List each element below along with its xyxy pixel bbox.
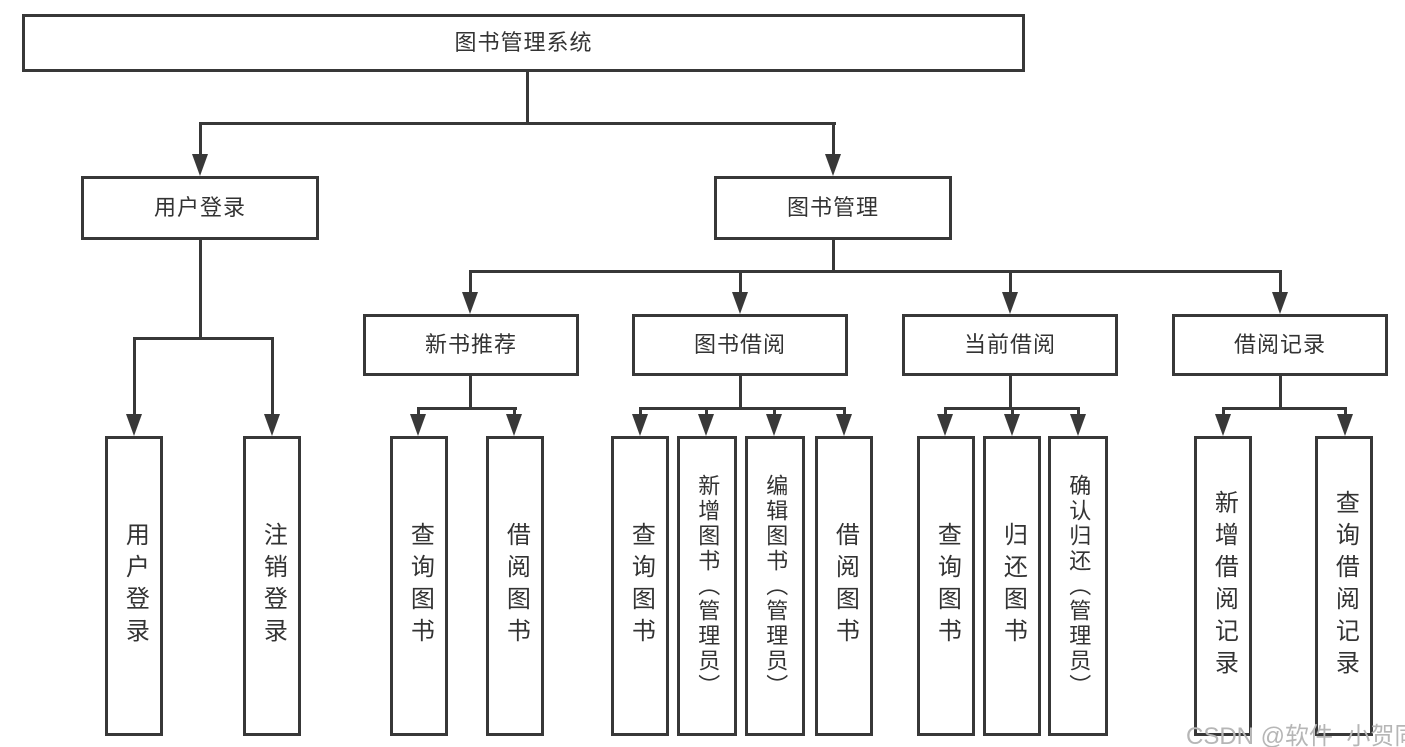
- connector-drop-branch: [1009, 270, 1012, 300]
- connector-branch-stem: [739, 376, 742, 410]
- leaf-borrow-books: 借阅图书: [486, 436, 544, 736]
- arrow-down-icon: [825, 154, 841, 176]
- node-current-borrowing: 当前借阅: [902, 314, 1118, 376]
- leaf-return-books: 归还图书: [983, 436, 1041, 736]
- leaf-borrow-books: 借阅图书: [815, 436, 873, 736]
- leaf-query-books: 查询图书: [390, 436, 448, 736]
- node-book-management: 图书管理: [714, 176, 952, 240]
- leaf-query-borrow-record: 查询借阅记录: [1315, 436, 1373, 736]
- arrow-down-icon: [937, 414, 953, 436]
- connector-branch-bar: [417, 407, 517, 410]
- connector-book-mgmt-bar: [469, 270, 1281, 273]
- leaf-user-login: 用户登录: [105, 436, 163, 736]
- connector-branch-stem: [1279, 376, 1282, 410]
- arrow-down-icon: [836, 414, 852, 436]
- leaf-query-books: 查询图书: [917, 436, 975, 736]
- arrow-down-icon: [192, 154, 208, 176]
- connector-drop-branch: [1279, 270, 1282, 300]
- node-new-book-recommend: 新书推荐: [363, 314, 579, 376]
- node-borrowing-records: 借阅记录: [1172, 314, 1388, 376]
- arrow-down-icon: [264, 414, 280, 436]
- arrow-down-icon: [766, 414, 782, 436]
- connector-drop-leaf: [133, 337, 136, 422]
- arrow-down-icon: [1272, 292, 1288, 314]
- connector-book-mgmt-stem: [832, 240, 835, 273]
- leaf-confirm-return-admin: 确认归还（管理员）: [1048, 436, 1108, 736]
- node-user-login: 用户登录: [81, 176, 319, 240]
- leaf-logout: 注销登录: [243, 436, 301, 736]
- node-book-borrowing: 图书借阅: [632, 314, 848, 376]
- node-library-system: 图书管理系统: [22, 14, 1025, 72]
- connector-root-stem: [526, 71, 529, 125]
- arrow-down-icon: [1002, 292, 1018, 314]
- leaf-add-books-admin: 新增图书（管理员）: [677, 436, 737, 736]
- arrow-down-icon: [1215, 414, 1231, 436]
- connector-branch-stem: [1009, 376, 1012, 410]
- arrow-down-icon: [126, 414, 142, 436]
- arrow-down-icon: [1337, 414, 1353, 436]
- leaf-query-books: 查询图书: [611, 436, 669, 736]
- connector-drop-branch: [739, 270, 742, 300]
- arrow-down-icon: [462, 292, 478, 314]
- arrow-down-icon: [698, 414, 714, 436]
- connector-drop-book-mgmt: [832, 122, 835, 162]
- connector-user-login-bar: [133, 337, 274, 340]
- connector-drop-user-login: [199, 122, 202, 162]
- watermark-text: CSDN @软件_小贺同学: [1186, 723, 1405, 747]
- arrow-down-icon: [1070, 414, 1086, 436]
- arrow-down-icon: [410, 414, 426, 436]
- connector-drop-leaf: [271, 337, 274, 422]
- arrow-down-icon: [506, 414, 522, 436]
- connector-user-login-stem: [199, 240, 202, 340]
- connector-branch-bar: [639, 407, 846, 410]
- arrow-down-icon: [732, 292, 748, 314]
- arrow-down-icon: [1004, 414, 1020, 436]
- arrow-down-icon: [632, 414, 648, 436]
- leaf-edit-books-admin: 编辑图书（管理员）: [745, 436, 805, 736]
- connector-branch-bar: [1222, 407, 1347, 410]
- connector-drop-branch: [469, 270, 472, 300]
- connector-root-bar: [199, 122, 836, 125]
- leaf-add-borrow-record: 新增借阅记录: [1194, 436, 1252, 736]
- connector-branch-stem: [469, 376, 472, 410]
